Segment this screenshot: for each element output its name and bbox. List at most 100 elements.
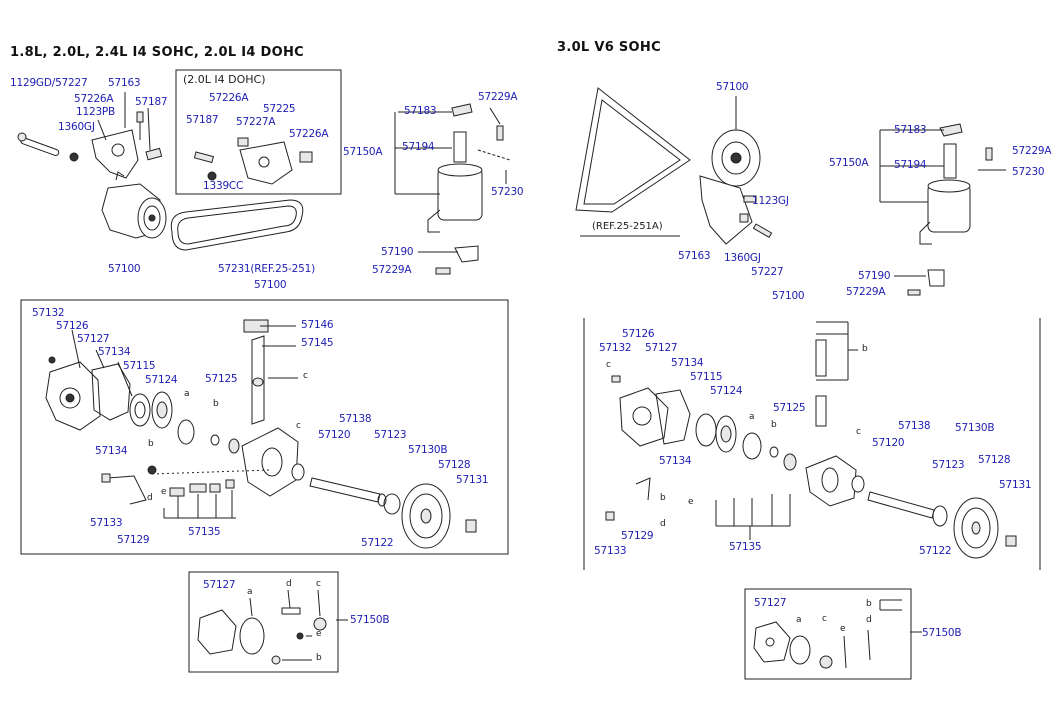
bolt-1129gd <box>17 132 60 156</box>
leaders-top-left <box>97 92 507 253</box>
label-57131-left: 57131 <box>456 474 489 486</box>
symbol-b-right-1: b <box>862 344 868 354</box>
label-57229a-left-bottom: 57229A <box>372 264 412 276</box>
label-1360gj-right: 1360GJ <box>724 252 761 264</box>
label-57194-left: 57194 <box>402 141 435 153</box>
label-57122-right: 57122 <box>919 545 952 557</box>
label-57229a-left-top: 57229A <box>478 91 518 103</box>
label-57128-left: 57128 <box>438 459 471 471</box>
symbol-d-right-1: d <box>660 519 666 529</box>
label-57123-right: 57123 <box>932 459 965 471</box>
reservoir-v6 <box>907 123 1004 296</box>
label-57183-right: 57183 <box>894 124 927 136</box>
o-ring-a <box>177 419 195 445</box>
label-57135-left: 57135 <box>188 526 221 538</box>
label-57183-left: 57183 <box>404 105 437 117</box>
label-1123pb: 1123PB <box>76 106 116 118</box>
right-main-parts <box>605 339 1017 559</box>
label-57190-right: 57190 <box>858 270 891 282</box>
label-57130b-right: 57130B <box>955 422 995 434</box>
label-57229a-right-top: 57229A <box>1012 145 1052 157</box>
label-57123-left: 57123 <box>374 429 407 441</box>
symbol-a-right-kit: a <box>796 615 802 625</box>
title-right-engine: 3.0L V6 SOHC <box>557 40 661 55</box>
symbol-b-right-2: b <box>771 420 777 430</box>
symbol-c-right-2: c <box>606 360 611 370</box>
label-57128-right: 57128 <box>978 454 1011 466</box>
label-57100-right-top: 57100 <box>716 81 749 93</box>
left-kit-parts <box>197 589 348 665</box>
right-kit-parts <box>753 599 922 669</box>
symbol-d-left-1: d <box>147 493 153 503</box>
cam-ring-57115 <box>129 393 151 427</box>
symbol-c-right-kit: c <box>822 614 827 624</box>
dohc-inset-frame <box>175 69 342 195</box>
label-57146-left: 57146 <box>301 319 334 331</box>
label-57100-top-left: 57100 <box>108 263 141 275</box>
label-57135-right: 57135 <box>729 541 762 553</box>
label-57126-right: 57126 <box>622 328 655 340</box>
rotor-57124 <box>151 391 173 429</box>
label-57129-right: 57129 <box>621 530 654 542</box>
reservoir-57150a-left <box>427 103 511 275</box>
symbol-b-left-kit: b <box>316 653 322 663</box>
nut-57131 <box>465 519 477 533</box>
label-57145-left: 57145 <box>301 337 334 349</box>
label-57190-left: 57190 <box>381 246 414 258</box>
label-57115-right: 57115 <box>690 371 723 383</box>
label-57130b-left: 57130B <box>408 444 448 456</box>
label-57132-right: 57132 <box>599 342 632 354</box>
drive-belt-v6 <box>575 87 691 213</box>
label-ref-25-251a: (REF.25-251A) <box>592 221 663 232</box>
label-57126-left: 57126 <box>56 320 89 332</box>
leaders-left-main <box>71 325 298 519</box>
right-kit-frame <box>744 588 912 680</box>
label-57150b-right-kit: 57150B <box>922 627 962 639</box>
pulley-57130b <box>401 483 451 549</box>
washer-1360gj <box>69 152 79 162</box>
label-57134-left-top: 57134 <box>98 346 131 358</box>
label-57138-right: 57138 <box>898 420 931 432</box>
bearing-57123 <box>383 493 401 515</box>
symbol-c-left-kit: c <box>316 579 321 589</box>
label-57138-left: 57138 <box>339 413 372 425</box>
label-1129gd-57227: 1129GD/57227 <box>10 77 88 89</box>
pump-body <box>241 319 299 497</box>
label-57120-right: 57120 <box>872 437 905 449</box>
label-57127-left-kit: 57127 <box>203 579 236 591</box>
label-dohc-57227a: 57227A <box>236 116 276 128</box>
symbol-c-left-2: c <box>296 421 301 431</box>
label-57124-left: 57124 <box>145 374 178 386</box>
label-57231: 57231(REF.25-251) <box>218 263 316 275</box>
label-1123gj: 1123GJ <box>752 195 789 207</box>
bracket-57163 <box>91 111 144 179</box>
leaders-right-top <box>735 96 1006 277</box>
pump-v6-top <box>699 129 773 245</box>
label-57125-right: 57125 <box>773 402 806 414</box>
symbol-e-right-kit: e <box>840 624 846 634</box>
symbol-a-right-1: a <box>749 412 755 422</box>
symbol-b-left-2: b <box>148 439 154 449</box>
fittings-57135 <box>169 479 235 497</box>
symbol-d-right-kit: d <box>866 615 872 625</box>
symbol-e-left-1: e <box>161 487 167 497</box>
label-57115-left: 57115 <box>123 360 156 372</box>
label-57127-right: 57127 <box>645 342 678 354</box>
label-57230-right: 57230 <box>1012 166 1045 178</box>
label-57134-left-bottom: 57134 <box>95 445 128 457</box>
label-57120-left: 57120 <box>318 429 351 441</box>
label-57127-right-kit: 57127 <box>754 597 787 609</box>
gasket-57127 <box>91 363 131 421</box>
label-57133-right: 57133 <box>594 545 627 557</box>
seal-57122 <box>377 493 387 507</box>
symbol-a-left-kit: a <box>247 587 253 597</box>
cover-57126 <box>45 361 101 431</box>
label-57125-left: 57125 <box>205 373 238 385</box>
label-57127-left: 57127 <box>77 333 110 345</box>
label-57150b-left-kit: 57150B <box>350 614 390 626</box>
label-57163: 57163 <box>108 77 141 89</box>
label-57150a-left: 57150A <box>343 146 383 158</box>
label-57100-left-main: 57100 <box>254 279 287 291</box>
left-exploded-frame <box>20 299 509 555</box>
